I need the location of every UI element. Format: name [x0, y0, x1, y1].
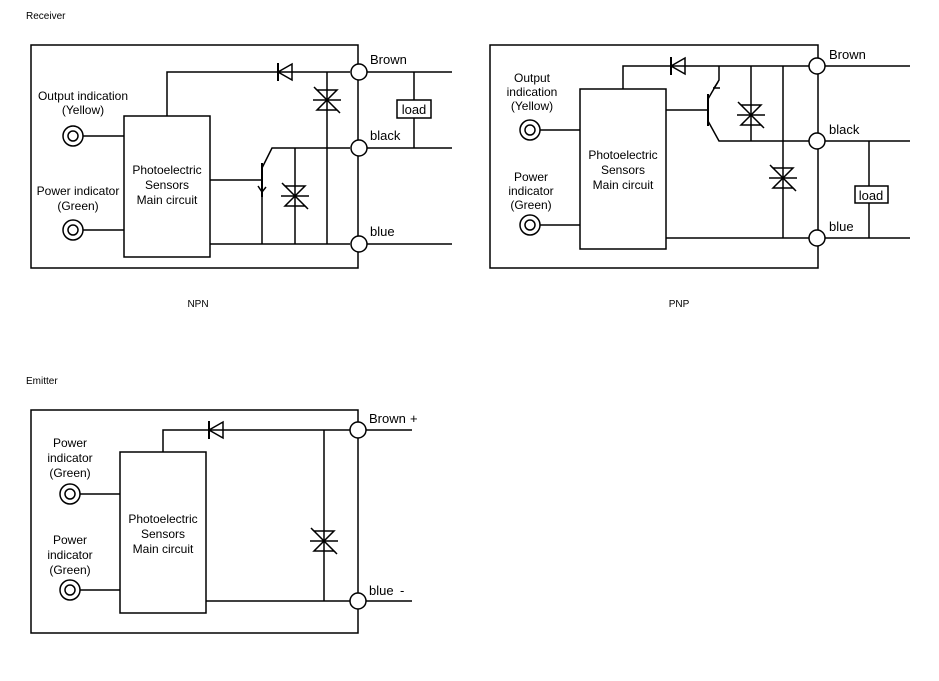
pnp-wire-black-label: black	[829, 122, 860, 137]
emitter-power-led-icon-1	[59, 483, 81, 505]
npn-wire-blue-label: blue	[370, 224, 395, 239]
section-title-receiver: Receiver	[26, 11, 66, 22]
npn-load-label: load	[402, 102, 427, 117]
pnp-output-label-1: Output	[514, 71, 551, 85]
pnp-terminal-black	[808, 132, 826, 150]
npn-output-label-2: (Yellow)	[62, 103, 104, 117]
pnp-power-led-icon	[519, 214, 541, 236]
npn-wire-black-label: black	[370, 128, 401, 143]
emitter-wire-brown-label: Brown	[369, 411, 406, 426]
pnp-power-label-2: indicator	[508, 184, 553, 198]
section-title-emitter: Emitter	[26, 376, 58, 387]
npn-caption: NPN	[187, 299, 208, 310]
npn-diagram: Photoelectric Sensors Main circuit load …	[30, 44, 452, 310]
npn-output-label-1: Output indication	[38, 89, 128, 103]
emitter-power-1-label-3: (Green)	[49, 466, 90, 480]
emitter-power-led-icon-2	[59, 579, 81, 601]
emitter-frame	[30, 409, 359, 634]
npn-terminal-black	[350, 139, 368, 157]
emitter-circuit-line-1: Photoelectric	[128, 512, 197, 526]
pnp-output-led-icon	[519, 119, 541, 141]
npn-wire-brown-label: Brown	[370, 52, 407, 67]
npn-power-label-1: Power indicator	[37, 184, 120, 198]
emitter-power-2-label-2: indicator	[47, 548, 92, 562]
pnp-load-box	[854, 185, 889, 204]
npn-terminal-blue	[350, 235, 368, 253]
emitter-power-1-label-2: indicator	[47, 451, 92, 465]
pnp-wire-blue-label: blue	[829, 219, 854, 234]
npn-power-label-2: (Green)	[57, 199, 98, 213]
emitter-terminal-blue	[349, 592, 367, 610]
pnp-load-label: load	[859, 188, 884, 203]
emitter-diagram: Photoelectric Sensors Main circuit Brown…	[30, 409, 418, 634]
npn-terminal-brown	[350, 63, 368, 81]
pnp-terminal-brown	[808, 57, 826, 75]
emitter-wire-blue-sign: -	[400, 583, 404, 598]
pnp-caption: PNP	[669, 299, 690, 310]
emitter-wire-blue-label: blue	[369, 583, 394, 598]
npn-circuit-line-2: Sensors	[145, 178, 189, 192]
pnp-circuit-line-2: Sensors	[601, 163, 645, 177]
pnp-circuit-line-3: Main circuit	[593, 178, 654, 192]
pnp-wire-brown-label: Brown	[829, 47, 866, 62]
pnp-output-label-2: indication	[507, 85, 558, 99]
pnp-power-label-1: Power	[514, 170, 548, 184]
pnp-circuit-line-1: Photoelectric	[588, 148, 657, 162]
npn-circuit-line-1: Photoelectric	[132, 163, 201, 177]
npn-output-led-icon	[62, 125, 84, 147]
emitter-power-2-label-3: (Green)	[49, 563, 90, 577]
pnp-diagram: Photoelectric Sensors Main circuit load …	[489, 44, 910, 310]
emitter-circuit-line-3: Main circuit	[133, 542, 194, 556]
pnp-terminal-blue	[808, 229, 826, 247]
emitter-circuit-line-2: Sensors	[141, 527, 185, 541]
pnp-output-label-3: (Yellow)	[511, 99, 553, 113]
npn-circuit-line-3: Main circuit	[137, 193, 198, 207]
npn-power-led-icon	[62, 219, 84, 241]
pnp-frame	[489, 44, 819, 269]
pnp-power-label-3: (Green)	[510, 198, 551, 212]
npn-load-box	[396, 99, 432, 119]
emitter-wire-brown-sign: +	[410, 411, 418, 426]
emitter-terminal-brown	[349, 421, 367, 439]
emitter-power-2-label-1: Power	[53, 533, 87, 547]
emitter-power-1-label-1: Power	[53, 436, 87, 450]
